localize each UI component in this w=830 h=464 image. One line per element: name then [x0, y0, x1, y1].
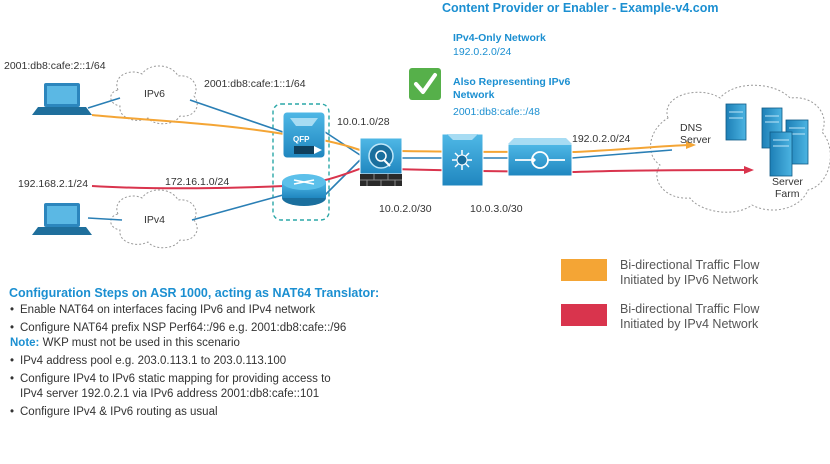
server-farm-label-2: Farm: [775, 188, 800, 200]
config-step-text: Configure IPv4 to IPv6 static mapping fo…: [20, 373, 331, 385]
ipv6-network-prefix: 2001:db8:cafe::/48: [453, 106, 540, 118]
config-step-text: IPv4 server 192.0.2.1 via IPv6 address 2…: [20, 388, 320, 400]
laptop-icon: [32, 83, 92, 115]
checkmark-icon: [409, 68, 441, 100]
dns-label-1: DNS: [680, 122, 703, 134]
qfp-label: QFP: [293, 135, 310, 144]
server-farm-cloud: [650, 84, 830, 213]
firewall-icon: [359, 137, 403, 186]
link-ipv4-address: 172.16.1.0/24: [165, 176, 230, 188]
also-representing-line2: Network: [453, 89, 495, 101]
subnet-right: 192.0.2.0/24: [572, 133, 631, 145]
server-icon: [769, 131, 793, 177]
network-links: [87, 97, 673, 221]
config-step: IPv4 address pool e.g. 203.0.113.1 to 20…: [10, 354, 450, 369]
config-step: Enable NAT64 on interfaces facing IPv6 a…: [10, 303, 450, 318]
config-step-text: Enable NAT64 on interfaces facing IPv6 a…: [20, 304, 316, 316]
dns-label-2: Server: [680, 134, 711, 146]
content-provider-title: Content Provider or Enabler - Example-v4…: [442, 1, 719, 15]
config-step-text: Configure IPv4 & IPv6 routing as usual: [20, 406, 218, 418]
asr-qfp-icon: [282, 111, 326, 159]
legend-red-line2: Initiated by IPv4 Network: [620, 317, 759, 331]
router-icon: [282, 174, 326, 206]
load-balancer-icon: [507, 138, 573, 177]
ipv6-cloud-label: IPv6: [144, 88, 166, 100]
link-ipv6-address: 2001:db8:cafe:1::1/64: [204, 78, 306, 90]
ipv6-cloud-shape: [110, 65, 198, 125]
ipv4-only-network-title: IPv4-Only Network: [453, 32, 546, 44]
subnet-bottom-left: 10.0.2.0/30: [379, 203, 432, 215]
config-step-text: Configure NAT64 prefix NSP Perf64::/96 e…: [20, 322, 347, 334]
ipv4-cloud-label: IPv4: [144, 214, 166, 226]
subnet-top: 10.0.1.0/28: [337, 116, 390, 128]
server-farm-label-1: Server: [772, 176, 803, 188]
note-label: Note:: [10, 337, 40, 349]
ipv4-cloud-shape: [110, 189, 198, 249]
ipv4-flow-arrowhead: [744, 166, 754, 174]
also-representing-line1: Also Representing IPv6: [453, 76, 571, 88]
switch-icon: [441, 133, 484, 187]
asr1000-box: [272, 103, 330, 221]
config-steps-list: Enable NAT64 on interfaces facing IPv6 a…: [10, 303, 450, 423]
config-step: Configure IPv4 to IPv6 static mapping fo…: [10, 372, 450, 402]
legend-orange-line1: Bi-directional Traffic Flow: [620, 258, 760, 272]
host-ipv4-address: 192.168.2.1/24: [18, 178, 89, 190]
config-steps-title: Configuration Steps on ASR 1000, acting …: [9, 286, 380, 300]
ipv6-flow-arrowhead: [686, 141, 696, 149]
laptop-icon: [32, 203, 92, 235]
ipv4-only-prefix: 192.0.2.0/24: [453, 46, 512, 58]
subnet-bottom-right: 10.0.3.0/30: [470, 203, 523, 215]
legend-orange-swatch: [561, 259, 607, 281]
config-step-text: IPv4 address pool e.g. 203.0.113.1 to 20…: [20, 355, 287, 367]
host-ipv6-address: 2001:db8:cafe:2::1/64: [4, 60, 106, 72]
legend-red-swatch: [561, 304, 607, 326]
config-step: Configure IPv4 & IPv6 routing as usual: [10, 405, 450, 420]
legend-red-line1: Bi-directional Traffic Flow: [620, 302, 760, 316]
legend-orange-line2: Initiated by IPv6 Network: [620, 273, 759, 287]
server-icon: [725, 103, 747, 141]
config-step: Configure NAT64 prefix NSP Perf64::/96 e…: [10, 321, 450, 351]
note-text: WKP must not be used in this scenario: [39, 337, 240, 349]
